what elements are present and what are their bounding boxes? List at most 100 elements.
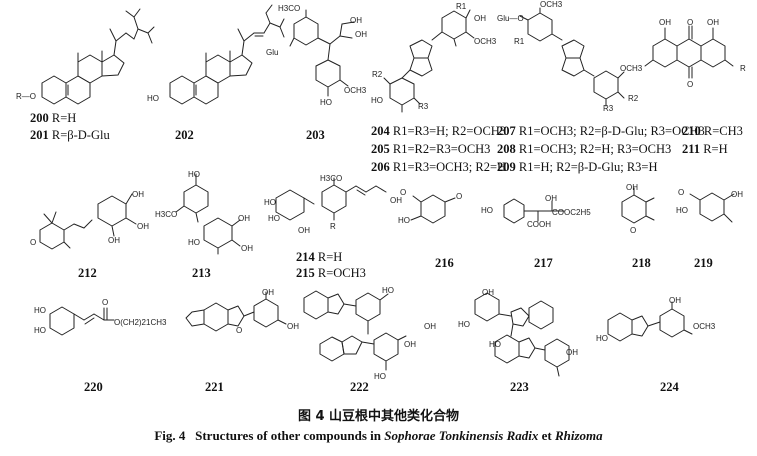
label-209-id: 209 xyxy=(497,160,516,174)
label-201-sub: R=β-D-Glu xyxy=(51,128,110,142)
label-208: 208 R1=OCH3; R2=H; R3=OCH3 xyxy=(497,142,671,156)
fragment-ho-202: HO xyxy=(147,94,159,103)
fragment-ho-220a: HO xyxy=(34,306,46,315)
fragment-oh-222b: OH xyxy=(404,340,416,349)
label-206-id: 206 xyxy=(371,160,390,174)
label-223: 223 xyxy=(510,380,529,394)
fragment-ho-214a: HO xyxy=(264,198,276,207)
fragment-och3-204: OCH3 xyxy=(474,37,497,46)
structure-213 xyxy=(175,173,241,255)
fragment-ho-219: HO xyxy=(676,206,688,215)
structure-221 xyxy=(185,291,287,332)
fragment-oh-224: OH xyxy=(669,296,681,305)
label-200-id: 200 xyxy=(30,111,49,125)
fragment-o-220: O xyxy=(102,298,109,307)
fragment-ho-213: HO xyxy=(188,170,200,179)
label-211: 211 R=H xyxy=(682,142,728,156)
label-208-id: 208 xyxy=(497,142,516,156)
label-205: 205 R1=R2=R3=OCH3 xyxy=(371,142,490,156)
caption-italic-1: Sophorae Tonkinensis Radix xyxy=(384,428,539,443)
caption-english: Fig. 4 Structures of other compounds in … xyxy=(0,428,757,444)
fragment-oh-210a: OH xyxy=(659,18,671,27)
fragment-r3-207: R3 xyxy=(603,104,614,113)
fragment-cooh-217: COOH xyxy=(527,220,551,229)
fragment-ho-217: HO xyxy=(481,206,493,215)
label-207-id: 207 xyxy=(497,124,516,138)
caption-italic-2: Rhizoma xyxy=(554,428,603,443)
structure-218 xyxy=(621,187,655,224)
structure-214-215 xyxy=(275,177,387,221)
fragment-r1-207: R1 xyxy=(514,37,525,46)
fragment-och3-224: OCH3 xyxy=(693,322,716,331)
structure-200-201 xyxy=(41,8,155,105)
fragment-r-o-200: R—O xyxy=(16,92,36,101)
label-216: 216 xyxy=(435,256,454,270)
label-222: 222 xyxy=(350,380,369,394)
fragment-o-221: O xyxy=(236,326,243,335)
label-209: 209 R1=H; R2=β-D-Glu; R3=H xyxy=(497,160,658,174)
fragment-oh-223a: OH xyxy=(482,288,494,297)
fragment-o-210a: O xyxy=(687,18,694,27)
structure-203 xyxy=(289,9,355,97)
structure-219 xyxy=(689,192,735,223)
fragment-ho-216: HO xyxy=(398,216,410,225)
fragment-oh-213a: OH xyxy=(238,214,250,223)
fragment-o-216: O xyxy=(400,188,407,197)
label-200-sub: R=H xyxy=(51,111,77,125)
label-210-id: 210 xyxy=(682,124,701,138)
fragment-cooc2h5-217: COOC2H5 xyxy=(552,208,591,217)
fragment-oh-222a: OH xyxy=(424,322,436,331)
label-203: 203 xyxy=(306,128,325,142)
fragment-oh-214a: OH xyxy=(298,226,310,235)
structure-207-209 xyxy=(519,7,625,107)
label-217: 217 xyxy=(534,256,553,270)
fragment-o-219: O xyxy=(678,188,685,197)
fragment-oh-213b: OH xyxy=(241,244,253,253)
structure-212 xyxy=(39,193,137,250)
fragment-ho-213b: HO xyxy=(188,238,200,247)
caption-mid: et xyxy=(541,428,552,443)
label-201-id: 201 xyxy=(30,128,49,142)
label-218: 218 xyxy=(632,256,651,270)
fragment-o-212: O xyxy=(30,238,37,247)
fragment-oh-223b: OH xyxy=(566,348,578,357)
label-215-id: 215 xyxy=(296,266,315,280)
label-205-sub: R1=R2=R3=OCH3 xyxy=(392,142,491,156)
label-204-id: 204 xyxy=(371,124,390,138)
fragment-ester-220: O(CH2)21CH3 xyxy=(114,318,167,327)
label-224: 224 xyxy=(660,380,679,394)
caption-text: Structures of other compounds in xyxy=(195,428,381,443)
fragment-oh-219: OH xyxy=(731,190,743,199)
fragment-r2-207: R2 xyxy=(628,94,639,103)
label-211-sub: R=H xyxy=(703,142,728,156)
fragment-och3-207a: OCH3 xyxy=(540,0,563,9)
fragment-h3co-203: H3CO xyxy=(278,4,301,13)
fragment-ho-222a: HO xyxy=(382,286,394,295)
label-201: 201 R=β-D-Glu xyxy=(30,128,110,142)
structure-220 xyxy=(49,306,115,336)
fragment-oh-214b: OH xyxy=(390,196,402,205)
caption-fig-number: Fig. 4 xyxy=(154,428,186,443)
structure-210-211 xyxy=(644,25,734,79)
label-208-sub: R1=OCH3; R2=H; R3=OCH3 xyxy=(518,142,672,156)
fragment-r2-204: R2 xyxy=(372,70,383,79)
fragment-oh-212b: OH xyxy=(137,222,149,231)
fragment-ho-223a: HO xyxy=(458,320,470,329)
structure-204-206 xyxy=(383,9,475,113)
fragment-oh-203b: OH xyxy=(350,16,362,25)
fragment-oh-210b: OH xyxy=(707,18,719,27)
label-205-id: 205 xyxy=(371,142,390,156)
label-215-sub: R=OCH3 xyxy=(317,266,366,280)
label-214-id: 214 xyxy=(296,250,315,264)
fragment-r-214: R xyxy=(330,222,336,231)
fragment-h3co-214: H3CO xyxy=(320,174,343,183)
fragment-och3-207b: OCH3 xyxy=(620,64,643,73)
fragment-oh-203a: OH xyxy=(355,30,367,39)
fragment-glu-o-207: Glu—O xyxy=(497,14,524,23)
label-211-id: 211 xyxy=(682,142,701,156)
fragment-r3-204: R3 xyxy=(418,102,429,111)
fragment-ho-204: HO xyxy=(371,96,383,105)
fragment-oh-217: OH xyxy=(545,194,557,203)
structure-224 xyxy=(607,301,693,342)
